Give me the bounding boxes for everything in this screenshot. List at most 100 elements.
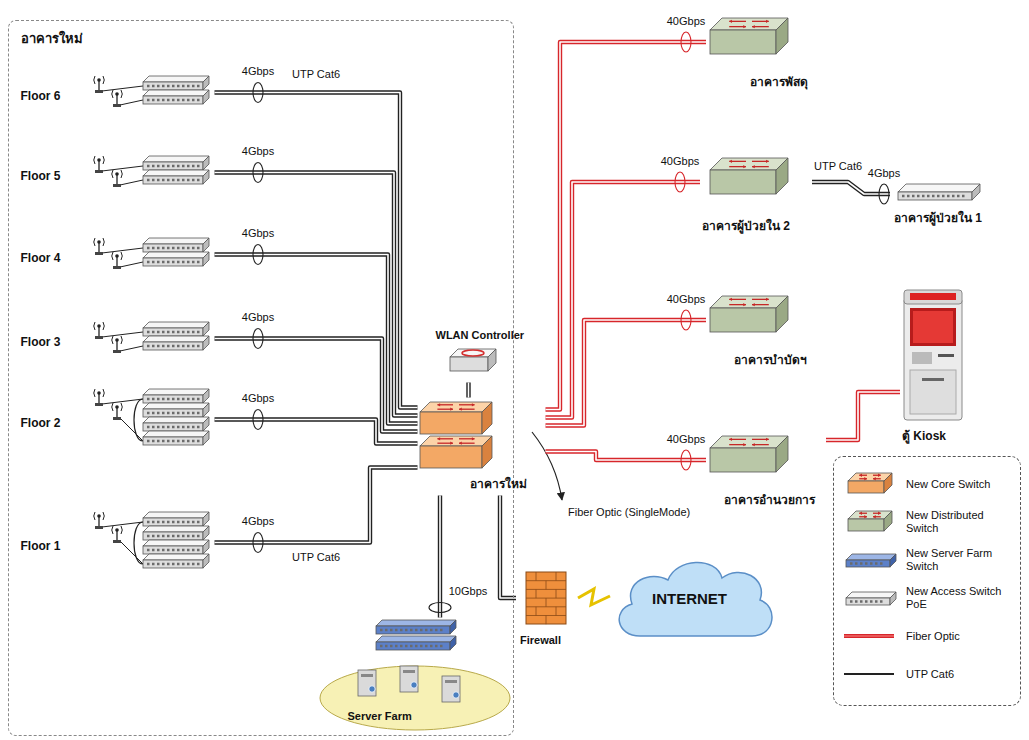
switch-port	[162, 425, 165, 428]
switch-top	[143, 170, 209, 176]
core-switch	[420, 436, 492, 468]
switch-top	[143, 526, 209, 532]
legend-text: Fiber Optic	[906, 630, 960, 643]
access-switch	[898, 184, 980, 200]
ap-wave	[103, 389, 104, 397]
firewall: Firewall	[516, 570, 578, 650]
server-farm-switch	[376, 636, 456, 650]
ap-wave	[121, 403, 122, 411]
arrow-glyph-head	[873, 515, 876, 518]
switch-front	[450, 357, 488, 371]
switch-port	[172, 178, 175, 181]
switch-port	[197, 548, 200, 551]
link-bundle-ring	[681, 310, 691, 330]
link-bundle-ring	[681, 32, 691, 52]
node-label: อาคารใหม่	[470, 477, 527, 491]
link-speed: 40Gbps	[659, 155, 702, 168]
switch-port	[947, 195, 950, 198]
switch-port	[177, 425, 180, 428]
switch-port	[162, 520, 165, 523]
switch-top	[143, 389, 209, 395]
switch-top	[420, 402, 492, 412]
switch-port	[937, 195, 940, 198]
switch-port	[147, 178, 150, 181]
ap-base	[95, 403, 103, 406]
switch-port	[167, 562, 170, 565]
ap-wave	[93, 156, 94, 164]
switch-side	[450, 636, 456, 650]
ap-base	[113, 350, 121, 353]
switch-port	[192, 397, 195, 400]
switch-port	[167, 411, 170, 414]
switch-front	[143, 96, 203, 104]
switch-port	[167, 548, 170, 551]
ap-stick	[116, 175, 117, 184]
switch-top	[710, 296, 788, 308]
node-label: WLAN Controller	[436, 329, 525, 342]
switch-side	[203, 389, 209, 403]
switch-side	[203, 431, 209, 445]
ap-base	[113, 266, 121, 269]
switch-port	[147, 330, 150, 333]
switch-port	[152, 425, 155, 428]
switch-top	[143, 90, 209, 96]
switch-front	[848, 481, 884, 493]
switch-port	[157, 439, 160, 442]
switch-port	[177, 397, 180, 400]
switch-port	[167, 178, 170, 181]
switch-port	[152, 330, 155, 333]
switch-port	[192, 84, 195, 87]
switch-side	[776, 436, 788, 472]
switch-port	[162, 411, 165, 414]
icon-stack	[93, 512, 208, 568]
fiber-link	[546, 182, 701, 418]
switch-port	[380, 644, 383, 647]
access-switch	[143, 252, 209, 266]
access-switch	[143, 389, 209, 403]
switch-port	[147, 98, 150, 101]
icon-flat	[898, 184, 980, 200]
node-label: Floor 5	[21, 169, 61, 183]
wlan-controller	[450, 349, 496, 371]
switch-port	[147, 246, 150, 249]
ap-wave	[121, 90, 122, 98]
switch-side	[203, 156, 209, 170]
switch-port	[177, 344, 180, 347]
switch-port	[172, 425, 175, 428]
switch-port	[187, 330, 190, 333]
core-switch	[848, 473, 892, 493]
link-gap	[546, 182, 701, 418]
server-tower	[442, 676, 460, 702]
switch-port	[172, 548, 175, 551]
ap-stick	[116, 257, 117, 266]
switch-port	[865, 562, 868, 565]
switch-port	[922, 195, 925, 198]
ap-wave	[121, 252, 122, 260]
ap-stick	[116, 408, 117, 417]
legend-sample	[840, 659, 900, 689]
switch-port	[197, 246, 200, 249]
switch-port	[182, 98, 185, 101]
switch-port	[870, 562, 873, 565]
ap-wave	[111, 526, 112, 534]
switch-port	[162, 98, 165, 101]
switch-port	[172, 164, 175, 167]
switch-port	[152, 344, 155, 347]
switch-top	[143, 76, 209, 82]
switch-port	[152, 98, 155, 101]
kiosk-sign	[910, 293, 956, 300]
server-tower	[358, 670, 376, 696]
node-label: INTERNET	[652, 590, 727, 608]
switch-port	[962, 195, 965, 198]
switch-port	[152, 246, 155, 249]
switch-top	[143, 431, 209, 437]
ap-cable	[102, 332, 143, 337]
ap-cable	[120, 262, 143, 267]
switch-front	[143, 518, 203, 526]
switch-port	[875, 600, 878, 603]
switch-port	[157, 397, 160, 400]
node-icon	[318, 618, 512, 732]
ap-cable	[102, 166, 143, 171]
switch-port	[850, 600, 853, 603]
arrow-glyph-head	[864, 477, 867, 480]
